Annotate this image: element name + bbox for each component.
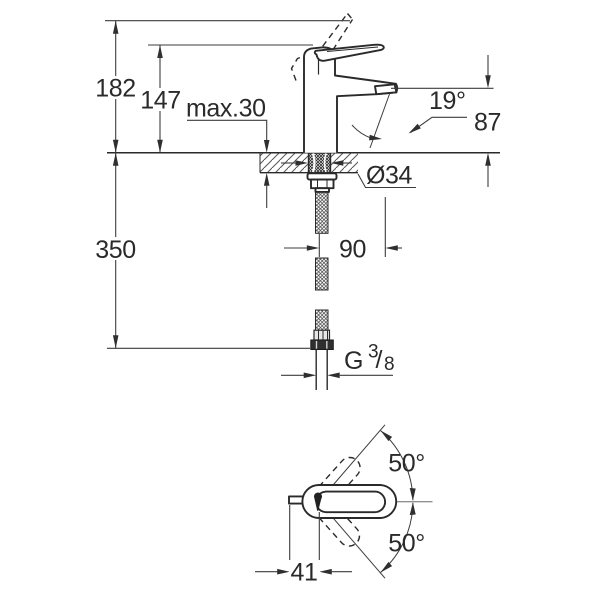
- label-total-height: 182: [95, 75, 136, 103]
- g38-nut: [310, 339, 334, 350]
- label-thread-g: G: [344, 347, 363, 375]
- label-max-mounting-thickness: max.30: [186, 95, 266, 123]
- label-jet-angle: 19°: [429, 87, 466, 115]
- aerator: [374, 83, 398, 96]
- lever-swivel-upper: [318, 456, 361, 501]
- dim-leader-d34: [357, 173, 416, 189]
- label-hole-diameter: Ø34: [366, 162, 413, 190]
- lever: [313, 43, 385, 62]
- label-hose-length: 350: [95, 236, 136, 264]
- side-view: 182 147 350 max.30 87 19° Ø34 90 G 3 / 8: [93, 13, 501, 390]
- top-lever-outline: [317, 490, 386, 514]
- label-outlet-height: 87: [474, 109, 501, 137]
- pivot-mark: [313, 492, 322, 511]
- label-thread-numerator: 3: [368, 342, 378, 363]
- label-thread-slash: /: [376, 346, 383, 374]
- side-view-dimensions: 182 147 350 max.30 87 19° Ø34 90 G 3 / 8: [93, 20, 501, 379]
- label-projection: 90: [339, 236, 366, 264]
- dim-leader-19deg: [410, 116, 467, 133]
- label-thread-denominator: 8: [384, 354, 394, 375]
- lever-swivel-lower: [317, 502, 361, 547]
- label-swivel-lower: 50°: [388, 530, 425, 558]
- faucet-body: [290, 13, 399, 153]
- label-swivel-upper: 50°: [388, 450, 425, 478]
- supply-hose: [306, 172, 338, 390]
- hose-collar: [314, 187, 330, 193]
- dim-leader-max30: [187, 119, 268, 140]
- shank-highlight-2: [323, 153, 327, 173]
- label-lever-offset: 41: [290, 559, 317, 587]
- lever-edge-line: [326, 46, 379, 52]
- braided-hose-segment-2: [315, 257, 329, 291]
- dim-41: 41: [255, 505, 352, 587]
- top-view: 41 50° 50°: [255, 424, 433, 587]
- top-body-outline: [301, 484, 398, 519]
- shank-highlight: [311, 153, 316, 173]
- mounting-shank: [307, 152, 332, 173]
- label-lever-height: 147: [140, 87, 181, 115]
- mounting-nut: [310, 178, 335, 190]
- shank-thread: [308, 152, 331, 173]
- braided-hose-segment-1: [315, 191, 329, 234]
- braided-hose-segment-3: [315, 309, 329, 331]
- angle-arc-19deg: [351, 124, 371, 139]
